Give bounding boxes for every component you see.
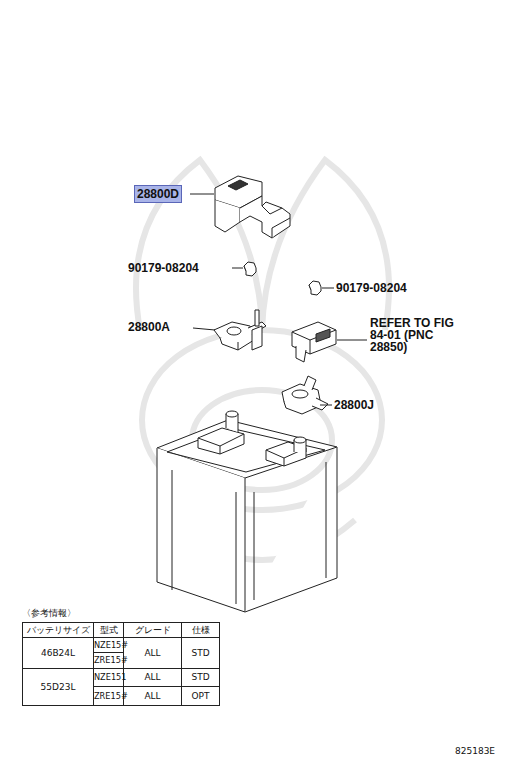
- table-cell: ALL: [124, 687, 181, 705]
- highlighted-part-box: 28800D: [134, 185, 182, 203]
- table-cell: 46B24L: [23, 638, 93, 668]
- table-cell: OPT: [182, 687, 219, 705]
- part-number: 28800D: [135, 186, 181, 202]
- table-cell: ALL: [124, 638, 181, 668]
- note-text: 825183E: [455, 746, 495, 756]
- table-cell: STD: [182, 669, 219, 686]
- table-cell: バッテリサイズ: [23, 623, 93, 637]
- part-number: 28800J: [334, 398, 374, 412]
- table-cell: STD: [182, 638, 219, 668]
- table-cell: 55D23L: [23, 669, 93, 705]
- part-number: 28800A: [128, 320, 170, 334]
- table-cell: ZRE15#: [94, 653, 123, 668]
- table-cell: 仕様: [182, 623, 219, 637]
- table-cell: NZE151: [94, 669, 123, 686]
- part-number: 90179-08204: [336, 281, 407, 295]
- table-cell: グレード: [124, 623, 181, 637]
- note-text: 〈参考情報〉: [22, 607, 76, 620]
- part-number: 90179-08204: [128, 261, 199, 275]
- part-number: REFER TO FIG 84-01 (PNC 28850): [370, 317, 460, 353]
- table-cell: ZRE15#: [94, 687, 123, 705]
- table-cell: NZE15#: [94, 638, 123, 652]
- table-cell: ALL: [124, 669, 181, 686]
- table-cell: 型式: [94, 623, 123, 637]
- table-grid: [22, 622, 220, 706]
